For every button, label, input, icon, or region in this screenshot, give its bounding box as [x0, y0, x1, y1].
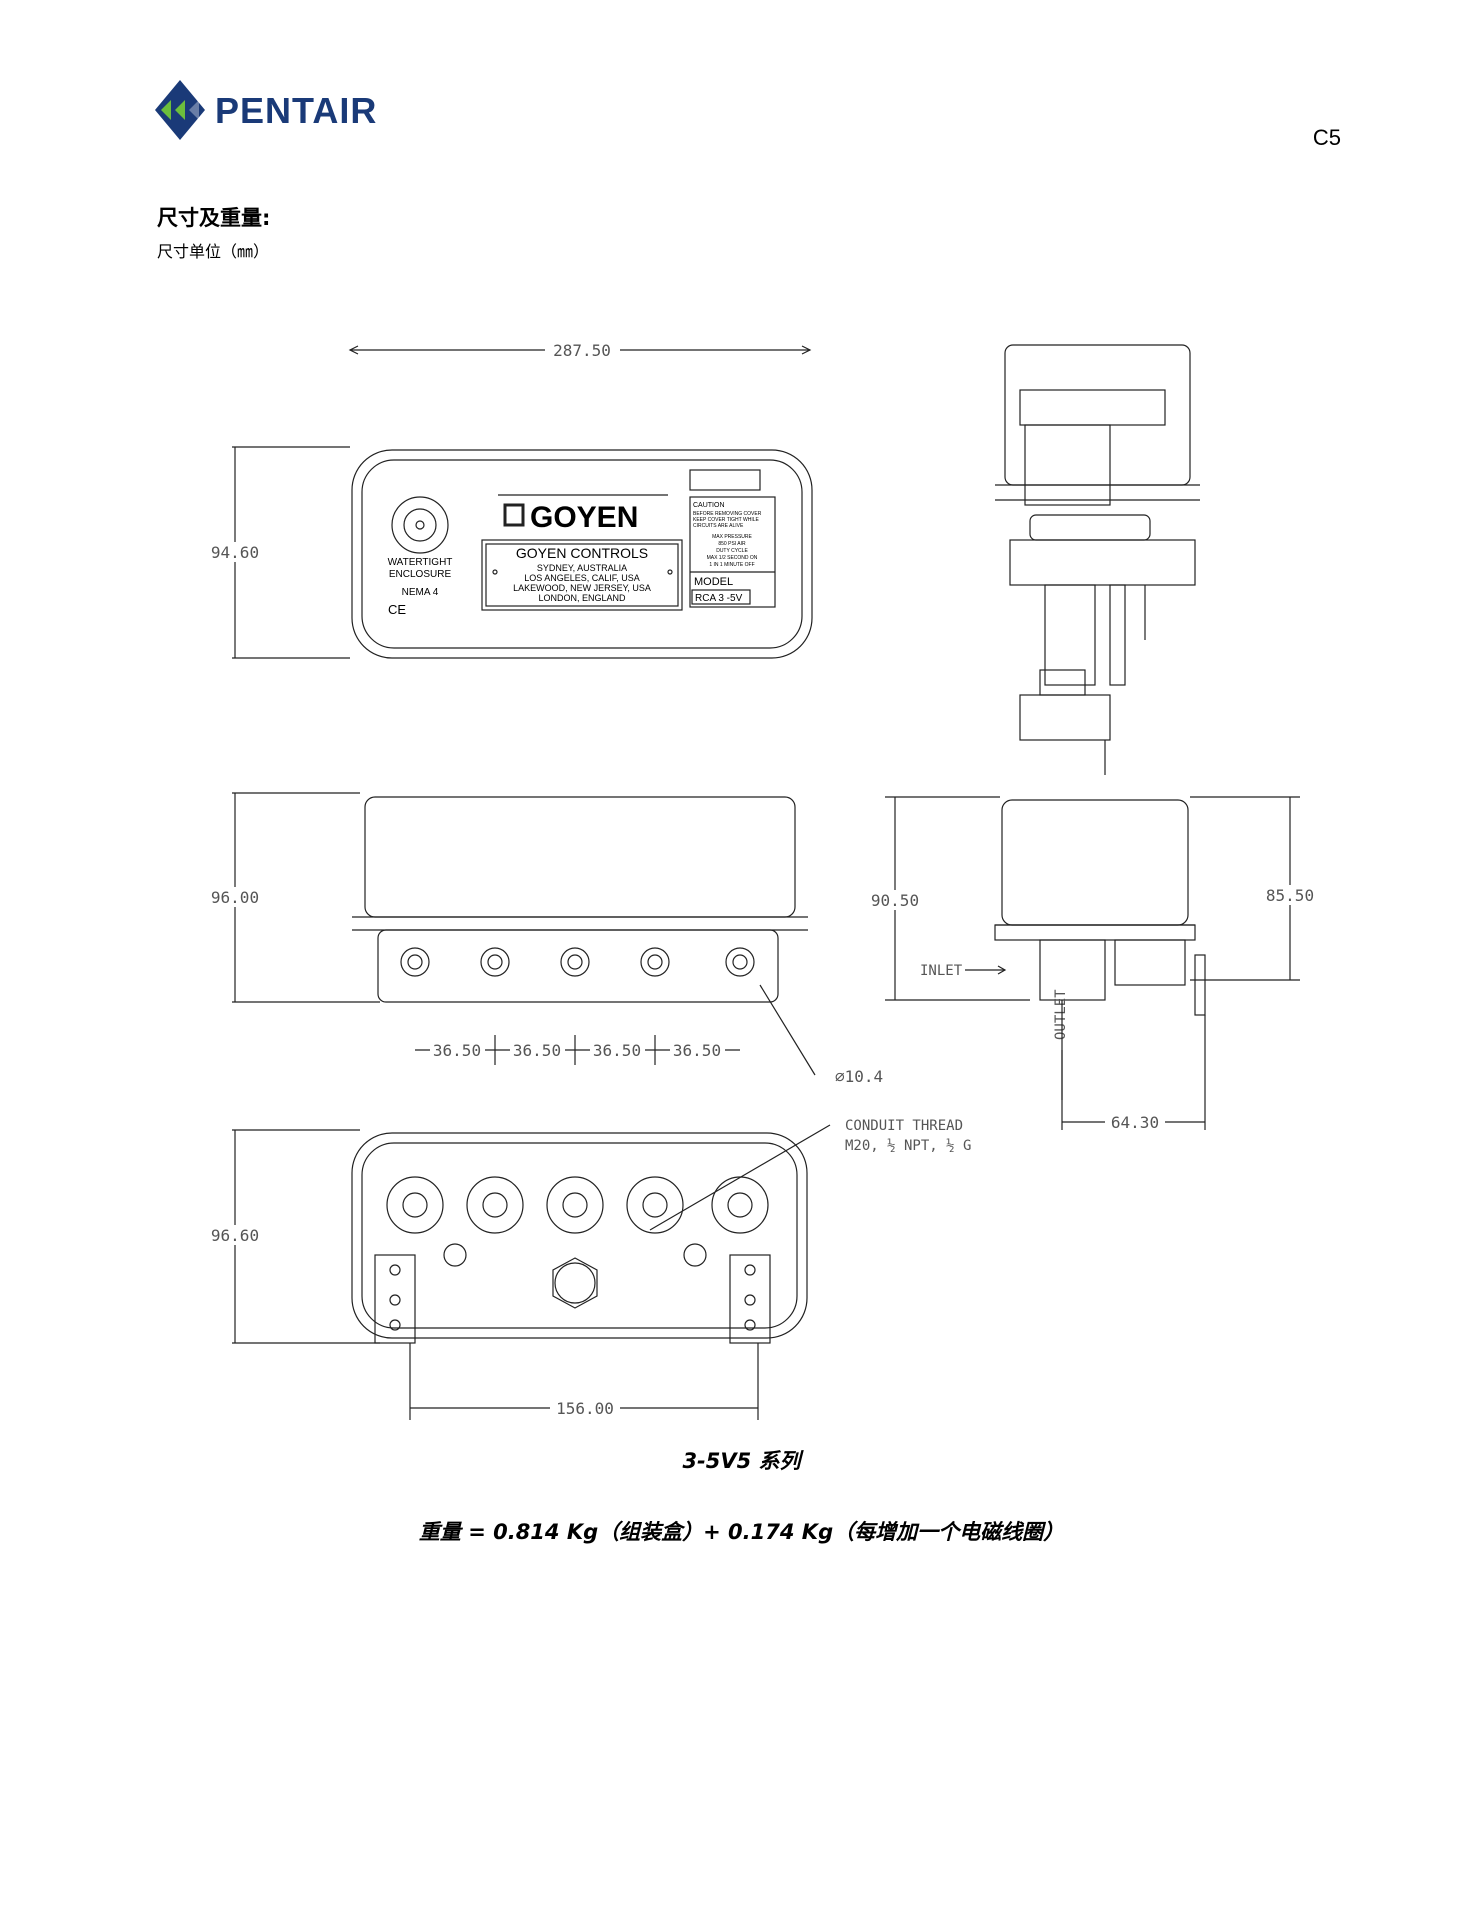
ce-mark: CE [388, 602, 406, 617]
spec-line-3: DUTY CYCLE [716, 548, 748, 554]
brand-name: PENTAIR [215, 90, 378, 131]
pentair-logo: PENTAIR [155, 80, 415, 150]
inlet-label: INLET [920, 963, 963, 979]
enclosure-label-2: ENCLOSURE [389, 569, 452, 580]
goyen-brand: GOYEN [530, 501, 638, 534]
spec-line-2: 850 PSI AIR [718, 541, 746, 547]
location-2: LOS ANGELES, CALIF, USA [524, 573, 640, 583]
spec-line-4: MAX 1/2 SECOND ON [707, 555, 758, 561]
dim-pitch-3: 36.50 [593, 1041, 641, 1060]
weight-caption: 重量 = 0.814 Kg（组装盒）+ 0.174 Kg（每增加一个电磁线圈） [418, 1520, 1065, 1544]
dim-width-top: 287.50 [553, 341, 611, 360]
dim-pitch-4: 36.50 [673, 1041, 721, 1060]
caution-line-1: BEFORE REMOVING COVER [693, 511, 762, 517]
company-name: GOYEN CONTROLS [516, 545, 648, 561]
dim-hole-dia: ⌀10.4 [835, 1067, 883, 1086]
location-4: LONDON, ENGLAND [538, 593, 626, 603]
spec-line-5: 1 IN 1 MINUTE OFF [709, 562, 754, 568]
solenoid-row [386, 1176, 769, 1234]
bottom-view: 96.60 CONDUIT THREAD M20, ½ NPT, ½ G 156… [205, 1118, 971, 1420]
conduit-thread-2: M20, ½ NPT, ½ G [845, 1138, 971, 1154]
location-1: SYDNEY, AUSTRALIA [537, 563, 627, 573]
unit-note: 尺寸单位（㎜） [157, 242, 270, 261]
front-view: 287.50 94.60 WATERTIGHT ENCLOSURE NEMA 4… [205, 340, 813, 659]
dim-height-side: 96.00 [211, 888, 259, 907]
section-view [995, 344, 1200, 775]
section-title: 尺寸及重量: [157, 206, 271, 230]
nema-label: NEMA 4 [402, 587, 439, 598]
series-caption: 3-5V5 系列 [682, 1449, 801, 1473]
outlet-label: OUTLET [1053, 989, 1069, 1040]
enclosure-label-1: WATERTIGHT [388, 557, 453, 568]
dim-base-width: 156.00 [556, 1399, 614, 1418]
caution-line-2: KEEP COVER TIGHT WHILE [693, 517, 760, 523]
spec-line-1: MAX PRESSURE [712, 534, 752, 540]
side-view: 96.00 36.50 36.50 36.50 36.50 ⌀10.4 [205, 792, 883, 1086]
dim-pitch-2: 36.50 [513, 1041, 561, 1060]
dim-height-bottom: 96.60 [211, 1226, 259, 1245]
pentair-diamond-icon [155, 80, 205, 140]
conduit-thread-1: CONDUIT THREAD [845, 1118, 963, 1134]
dim-side-height-right: 85.50 [1266, 886, 1314, 905]
model-label: MODEL [694, 576, 733, 588]
side-elevation: 90.50 85.50 INLET OUTLET 64.30 [865, 796, 1320, 1132]
page-code: C5 [1312, 125, 1341, 150]
caution-line-3: CIRCUITS ARE ALIVE [693, 523, 744, 529]
dim-pitch-1: 36.50 [433, 1041, 481, 1060]
dim-side-depth: 64.30 [1111, 1113, 1159, 1132]
location-3: LAKEWOOD, NEW JERSEY, USA [513, 583, 651, 593]
model-value: RCA 3 -5V [695, 593, 743, 604]
dim-side-height-left: 90.50 [871, 891, 919, 910]
coil-row [400, 947, 755, 977]
dim-height-front: 94.60 [211, 543, 259, 562]
caution-title: CAUTION [693, 502, 725, 509]
